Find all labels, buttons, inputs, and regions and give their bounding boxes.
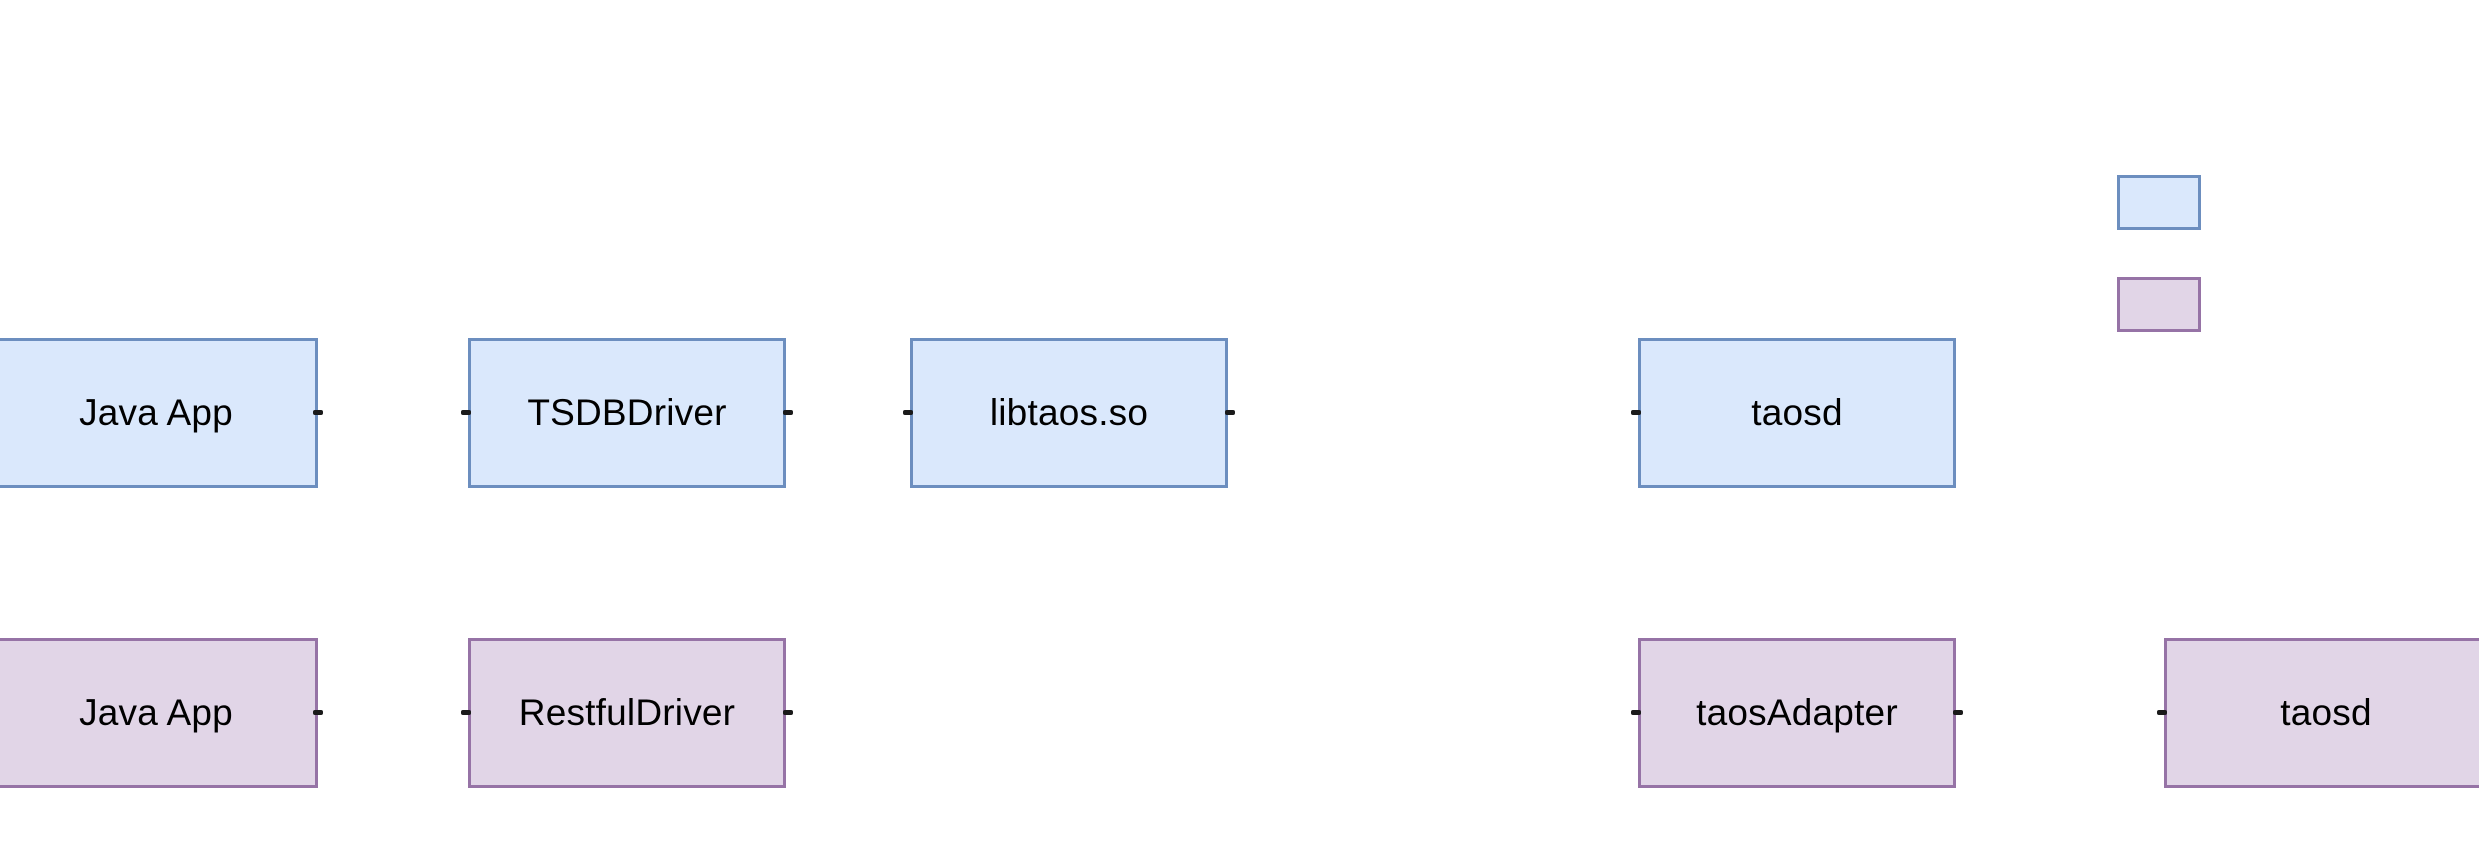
node-rest-taosd[interactable]: taosd [2164,638,2479,788]
connector-rest-taos-adapter-in [1631,710,1641,715]
connector-native-tsdb-driver-in [461,410,471,415]
node-native-tsdb-driver[interactable]: TSDBDriver [468,338,786,488]
node-native-libtaos[interactable]: libtaos.so [910,338,1228,488]
node-label: taosd [2280,691,2372,733]
node-label: taosd [1751,391,1843,433]
node-label: libtaos.so [989,391,1149,433]
connector-rest-java-app-out [313,710,323,715]
connector-native-libtaos-out [1225,410,1235,415]
legend-swatch-rest [2117,277,2201,332]
connector-native-tsdb-driver-out [783,410,793,415]
connector-rest-restful-driver-out [783,710,793,715]
node-rest-taos-adapter[interactable]: taosAdapter [1638,638,1956,788]
connector-rest-taos-adapter-out [1953,710,1963,715]
node-native-taosd[interactable]: taosd [1638,338,1956,488]
node-label: RestfulDriver [518,691,736,733]
node-label: TSDBDriver [527,391,727,433]
node-label: Java App [79,691,233,733]
connector-rest-restful-driver-in [461,710,471,715]
connector-rest-taosd-in [2157,710,2167,715]
connector-native-java-app-out [313,410,323,415]
node-native-java-app[interactable]: Java App [0,338,318,488]
node-label: Java App [79,391,233,433]
legend-swatch-native [2117,175,2201,230]
connector-native-libtaos-in [903,410,913,415]
node-rest-restful-driver[interactable]: RestfulDriver [468,638,786,788]
node-rest-java-app[interactable]: Java App [0,638,318,788]
node-label: taosAdapter [1696,691,1898,733]
connector-native-taosd-in [1631,410,1641,415]
